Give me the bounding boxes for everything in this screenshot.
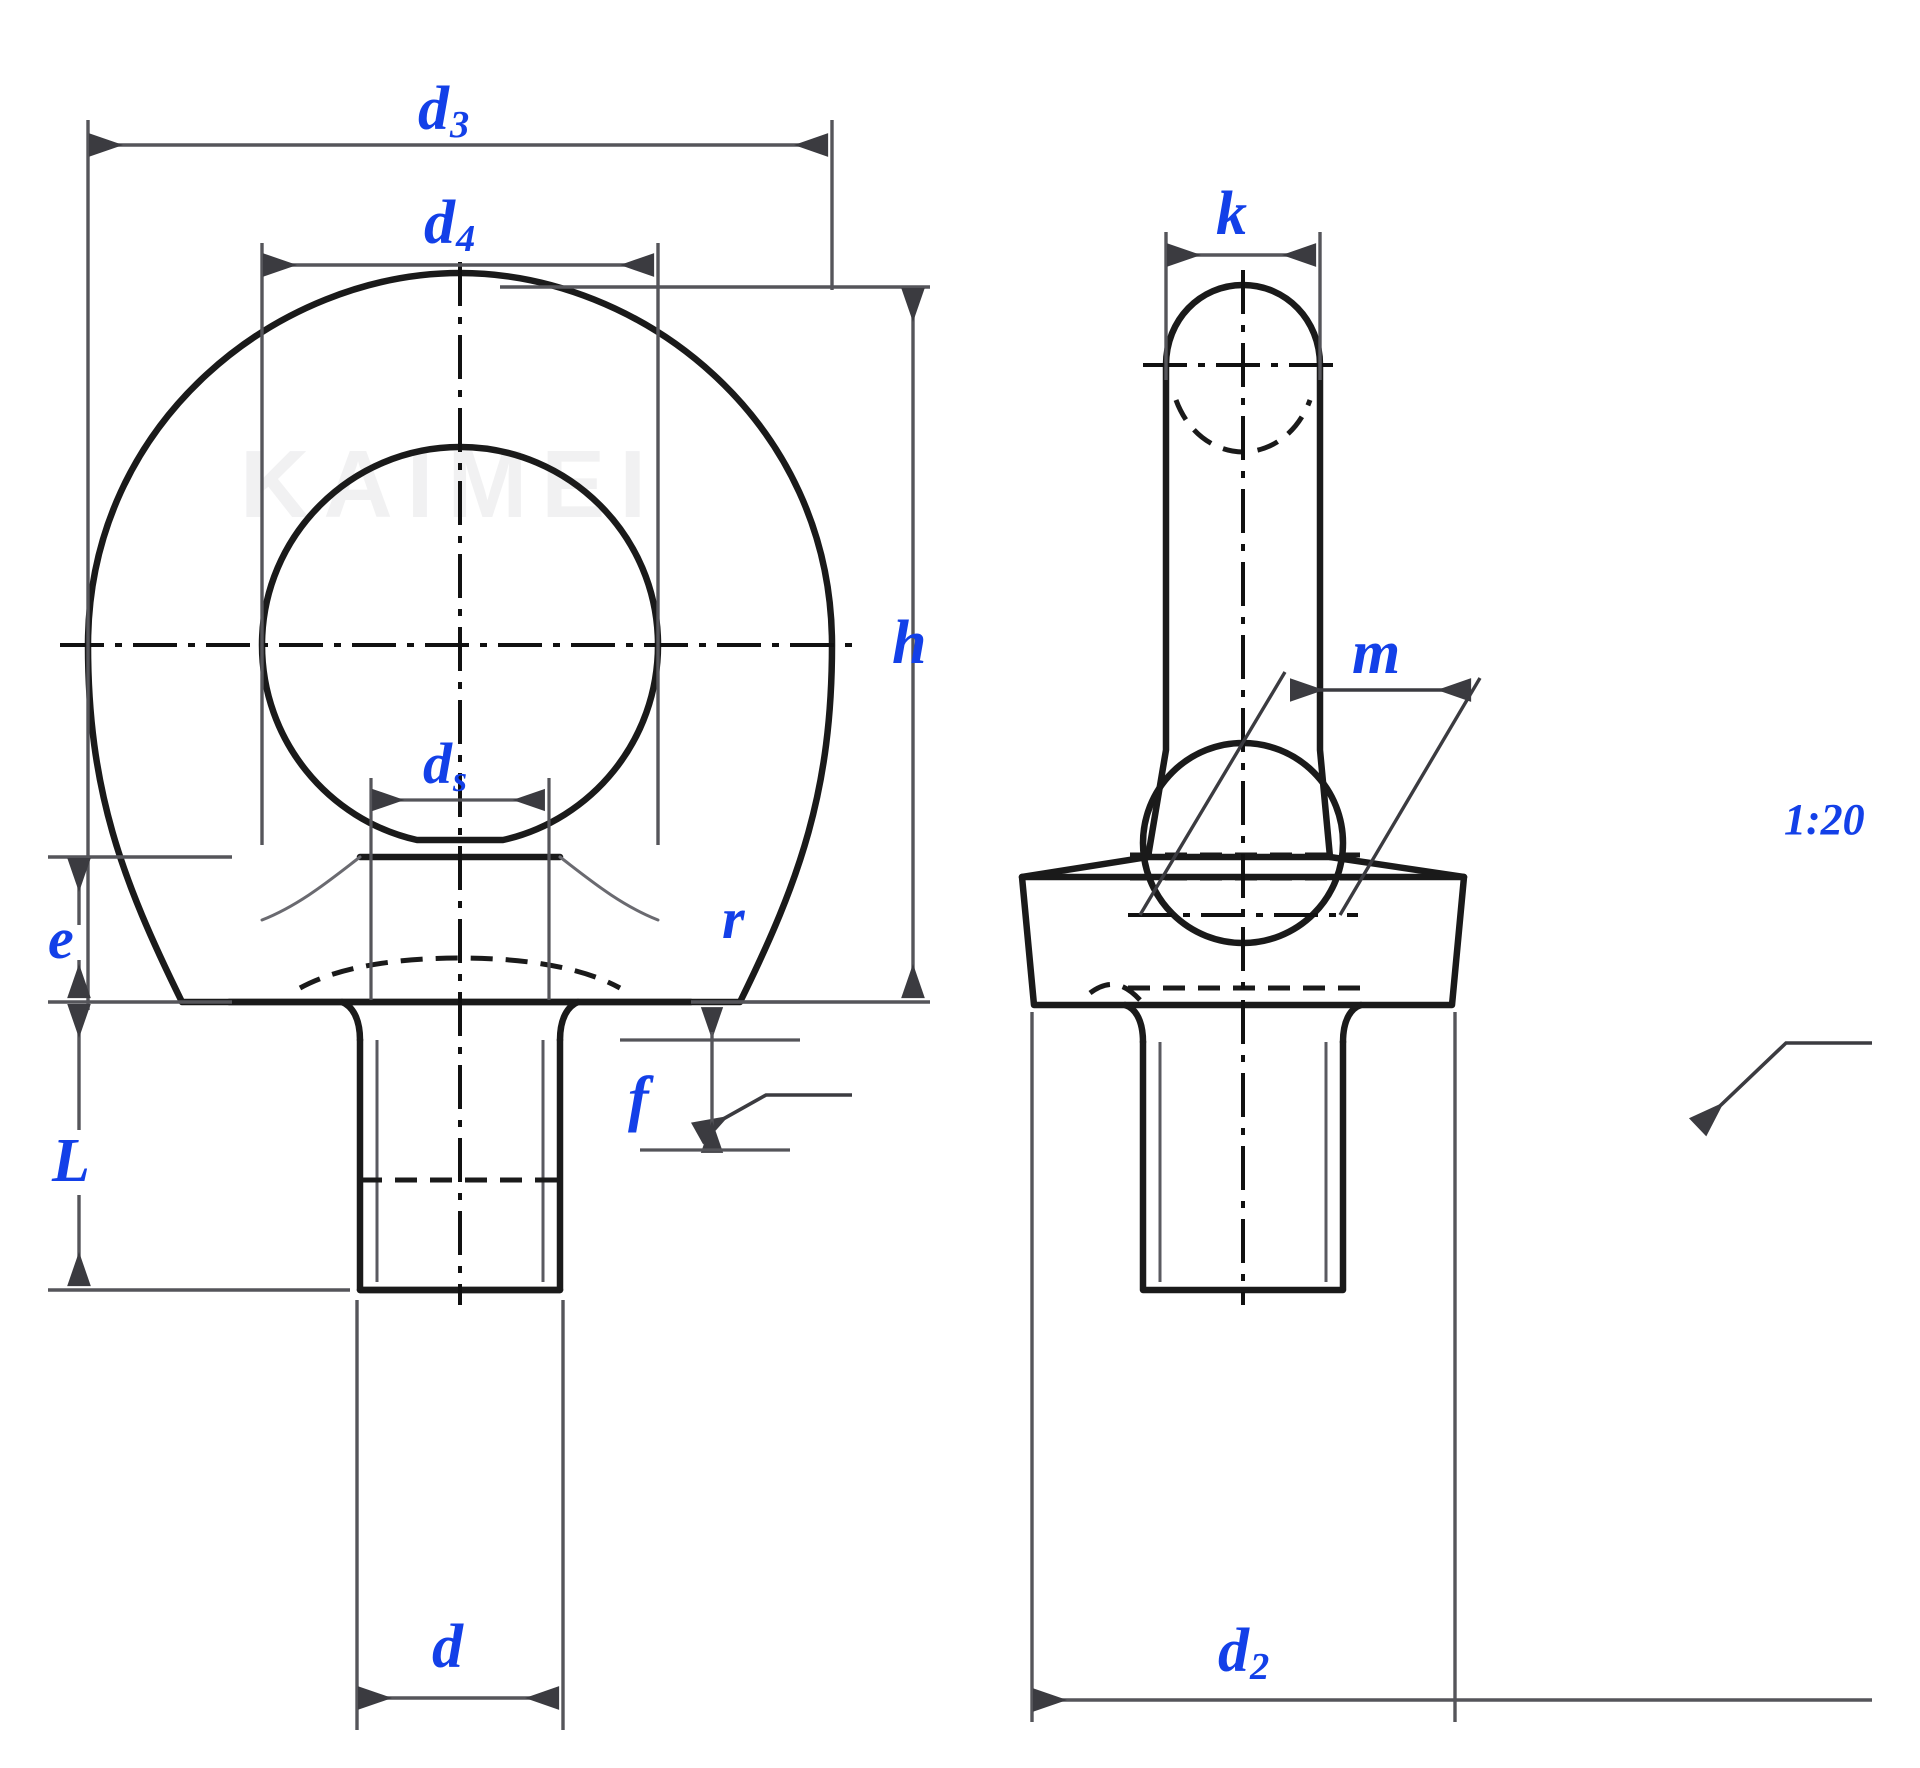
side-shank-outline: [1139, 1038, 1347, 1294]
dim-h: [500, 285, 930, 1004]
shank-fillet-right: [556, 998, 582, 1044]
base-chamfer-right: [1326, 853, 1468, 881]
dim-label-ds: ds: [423, 731, 467, 799]
taper-leader-line: [1688, 1041, 1872, 1137]
dim-label-d: d: [432, 1613, 463, 1681]
dim-label-e: e: [48, 906, 74, 971]
dim-label-taper: 1:20: [1784, 795, 1865, 844]
dim-label-k: k: [1216, 180, 1247, 248]
dim-label-r: r: [722, 886, 745, 951]
side-thread-crest-lines: [1158, 1042, 1328, 1282]
m-oblique-extension-left: [1138, 671, 1287, 916]
dim-m: [1138, 671, 1482, 916]
dim-label-d4: d4: [424, 189, 476, 261]
dim-d2: [1030, 1012, 1872, 1722]
dim-d4: [260, 243, 660, 845]
shank-fillet-left: [338, 998, 364, 1044]
r-leader-line: [690, 1093, 852, 1145]
dim-ds: [369, 778, 551, 1000]
side-shank-fillet-right: [1339, 1001, 1365, 1046]
dim-taper-leader: [1688, 1041, 1872, 1137]
front-thread-crest-lines: [375, 1040, 545, 1282]
dim-e: [48, 855, 232, 1004]
dim-d: [355, 1300, 565, 1730]
side-shank-fillet-left: [1121, 1001, 1147, 1046]
dim-label-L: L: [52, 1127, 90, 1195]
side-center-lines: [1128, 270, 1358, 1305]
dim-label-d3: d3: [418, 75, 470, 147]
base-chamfer-left: [1018, 853, 1152, 881]
dim-L: [48, 1003, 350, 1292]
dim-label-h: h: [892, 609, 927, 677]
dim-label-m: m: [1352, 619, 1401, 687]
dim-k: [1164, 232, 1322, 380]
dim-label-d2: d2: [1218, 1617, 1270, 1689]
hidden-base-underside: [1088, 981, 1142, 1002]
front-hidden-lines: [298, 955, 622, 1183]
front-center-lines: [60, 262, 860, 1305]
collar-fillet-left: [260, 855, 362, 922]
hidden-collar-underside: [298, 955, 622, 991]
dim-label-f: f: [628, 1065, 649, 1133]
dim-f: [620, 1000, 800, 1153]
eye-inner-bore: [258, 443, 662, 844]
m-oblique-extension-right: [1338, 677, 1482, 916]
collar-fillet-right: [558, 855, 660, 922]
eye-bore-circle-side: [1139, 739, 1347, 947]
dim-r-leader: [690, 1093, 852, 1145]
